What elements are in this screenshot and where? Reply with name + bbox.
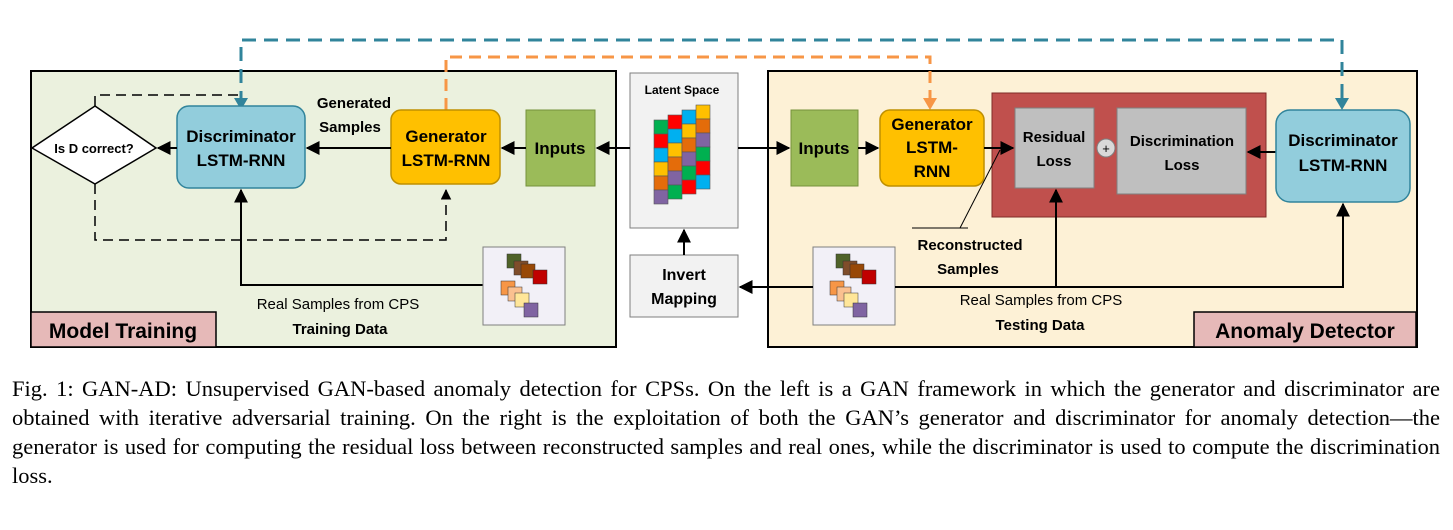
inputs-right-label: Inputs — [799, 139, 850, 158]
latent-cell — [695, 104, 711, 120]
latent-cell — [653, 119, 669, 135]
latent-cell — [695, 118, 711, 134]
latent-cell — [681, 179, 697, 195]
training-data-label: Training Data — [292, 321, 388, 338]
orange-dashed-connector — [444, 55, 932, 110]
latent-cell — [653, 161, 669, 177]
invert-mapping-line1: Invert — [662, 267, 706, 284]
latent-cell — [695, 160, 711, 176]
real-samples-right-label: Real Samples from CPS — [960, 292, 1123, 309]
orange-arrowhead — [923, 98, 937, 110]
reconstructed-line2: Samples — [937, 261, 999, 278]
generator-right-line1: Generator — [891, 115, 973, 134]
latent-cell — [695, 132, 711, 148]
generated-samples-line2: Samples — [319, 119, 381, 136]
gan-ad-diagram: Is D correct? Discriminator LSTM-RNN Gen… — [30, 38, 1418, 348]
arrow-real-to-discriminator — [1056, 202, 1350, 288]
teal-dashed-connector — [239, 38, 1344, 105]
discriminator-left-line2: LSTM-RNN — [197, 151, 286, 170]
discrimination-loss-box — [1116, 107, 1247, 195]
teal-arrowhead-right — [1335, 98, 1349, 110]
latent-cell — [681, 137, 697, 153]
inputs-left — [525, 109, 596, 187]
residual-loss-box — [1014, 107, 1095, 189]
latent-cell — [653, 133, 669, 149]
discriminator-right-line2: LSTM-RNN — [1299, 156, 1388, 175]
discriminator-left — [176, 105, 306, 189]
reconstructed-pointer — [959, 149, 1001, 229]
generator-left-line2: LSTM-RNN — [402, 151, 491, 170]
invert-mapping-box — [629, 254, 739, 318]
invert-mapping-line2: Mapping — [651, 291, 717, 308]
reconstructed-line1: Reconstructed — [917, 237, 1022, 254]
generated-samples-line1: Generated — [317, 95, 391, 112]
discriminator-left-line1: Discriminator — [186, 127, 296, 146]
latent-cell — [653, 175, 669, 191]
plus-circle — [1096, 138, 1116, 158]
model-training-label-box — [30, 311, 217, 348]
latent-cell — [695, 146, 711, 162]
sample-squares-left — [500, 253, 548, 318]
latent-space-grid — [653, 104, 711, 205]
latent-cell — [653, 147, 669, 163]
latent-cell — [681, 109, 697, 125]
latent-cell — [667, 114, 683, 130]
testing-data-label: Testing Data — [996, 317, 1086, 334]
latent-cell — [695, 174, 711, 190]
generator-right-line3: RNN — [914, 162, 951, 181]
discrimination-loss-line1: Discrimination — [1130, 133, 1234, 150]
inputs-left-label: Inputs — [535, 139, 586, 158]
arrow-real-samples-to-discriminator — [234, 188, 483, 286]
latent-cell — [667, 128, 683, 144]
latent-cell — [667, 184, 683, 200]
latent-cell — [653, 189, 669, 205]
generator-right-line2: LSTM- — [906, 138, 958, 157]
residual-loss-line2: Loss — [1036, 153, 1071, 170]
discriminator-right-line1: Discriminator — [1288, 131, 1398, 150]
latent-cell — [681, 151, 697, 167]
model-training-label: Model Training — [49, 320, 197, 343]
anomaly-detector-label: Anomaly Detector — [1215, 320, 1395, 343]
sample-squares-right — [829, 253, 877, 318]
feedback-loop-bottom — [94, 184, 452, 241]
anomaly-detector-label-box — [1193, 311, 1417, 348]
latent-cell — [667, 170, 683, 186]
latent-cell — [681, 165, 697, 181]
latent-cell — [681, 123, 697, 139]
real-samples-left-label: Real Samples from CPS — [257, 296, 420, 313]
residual-loss-line1: Residual — [1023, 129, 1086, 146]
latent-cell — [667, 156, 683, 172]
teal-arrowhead-left — [234, 98, 248, 110]
figure-caption: Fig. 1: GAN-AD: Unsupervised GAN-based a… — [12, 376, 1440, 488]
decision-label: Is D correct? — [54, 141, 134, 156]
latent-cell — [667, 142, 683, 158]
generator-left — [390, 109, 501, 185]
discrimination-loss-line2: Loss — [1164, 157, 1199, 174]
discriminator-right — [1275, 109, 1411, 203]
generator-left-line1: Generator — [405, 127, 487, 146]
feedback-loop-top — [94, 94, 240, 106]
latent-space-label: Latent Space — [645, 83, 720, 97]
plus-sign: + — [1102, 141, 1110, 156]
